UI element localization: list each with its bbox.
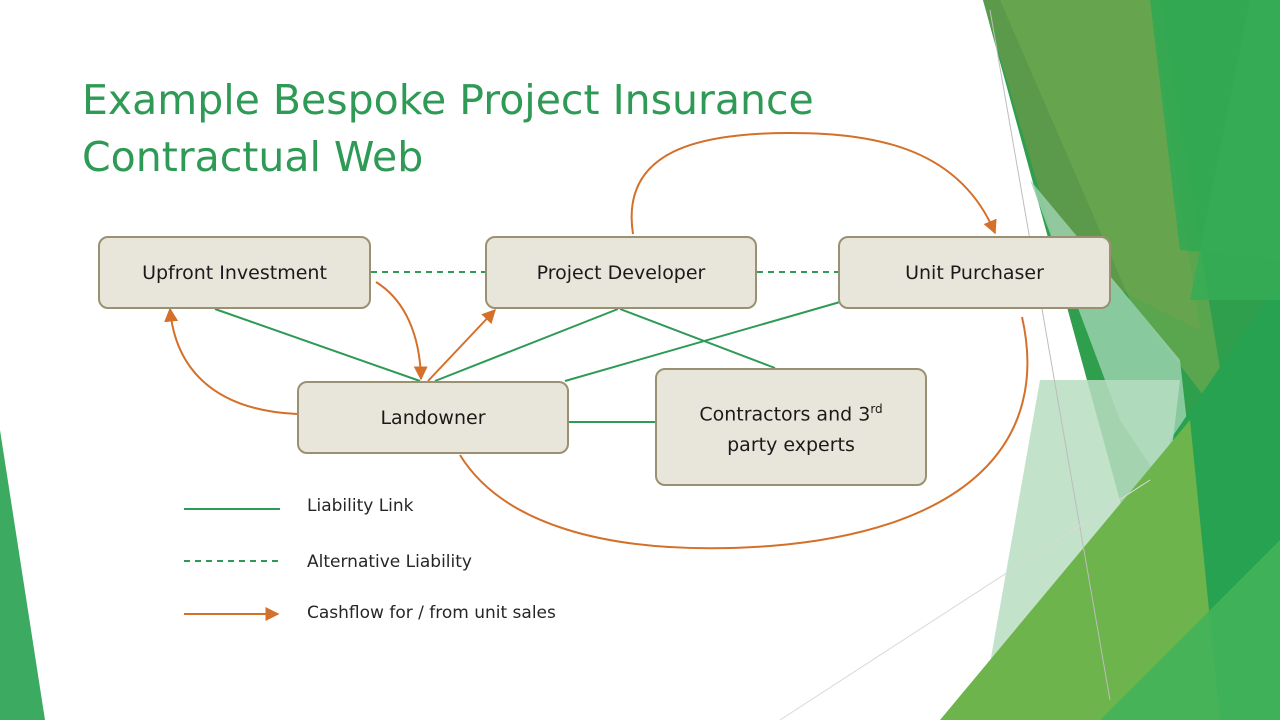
node-project-developer: Project Developer — [485, 236, 757, 309]
node-contractors-label-line1: Contractors and 3 — [699, 403, 871, 426]
cashflow-landowner-to-upfront — [164, 307, 298, 415]
cashflow-upfront-to-landowner — [375, 281, 428, 381]
page-title: Example Bespoke Project Insurance Contra… — [82, 72, 842, 186]
legend-alt-liability-label: Alternative Liability — [307, 552, 472, 572]
node-contractors-superscript: rd — [870, 402, 883, 417]
cashflow-developer-to-purchaser — [630, 131, 997, 235]
liability-line-developer-contractors — [619, 308, 776, 369]
cashflow-purchaser-to-landowner — [459, 316, 1029, 550]
legend-cashflow-label: Cashflow for / from unit sales — [307, 603, 556, 623]
node-project-developer-label: Project Developer — [536, 261, 706, 284]
node-landowner: Landowner — [297, 381, 569, 454]
node-upfront-investment-label: Upfront Investment — [142, 261, 327, 284]
node-contractors: Contractors and 3rd party experts — [655, 368, 927, 486]
node-unit-purchaser-label: Unit Purchaser — [905, 261, 1044, 284]
cashflow-landowner-to-developer — [427, 308, 496, 382]
node-contractors-text: Contractors and 3rd party experts — [699, 394, 882, 459]
node-contractors-label-line2: party experts — [727, 433, 855, 456]
liability-line-upfront-landowner — [214, 308, 421, 382]
title-line-2: Contractual Web — [82, 133, 424, 181]
liability-line-purchaser-landowner — [564, 301, 841, 382]
node-upfront-investment: Upfront Investment — [98, 236, 371, 309]
node-unit-purchaser: Unit Purchaser — [838, 236, 1111, 309]
liability-line-developer-landowner — [434, 308, 619, 382]
title-line-1: Example Bespoke Project Insurance — [82, 76, 814, 124]
legend-liability-label: Liability Link — [307, 496, 414, 516]
node-landowner-label: Landowner — [380, 406, 486, 429]
